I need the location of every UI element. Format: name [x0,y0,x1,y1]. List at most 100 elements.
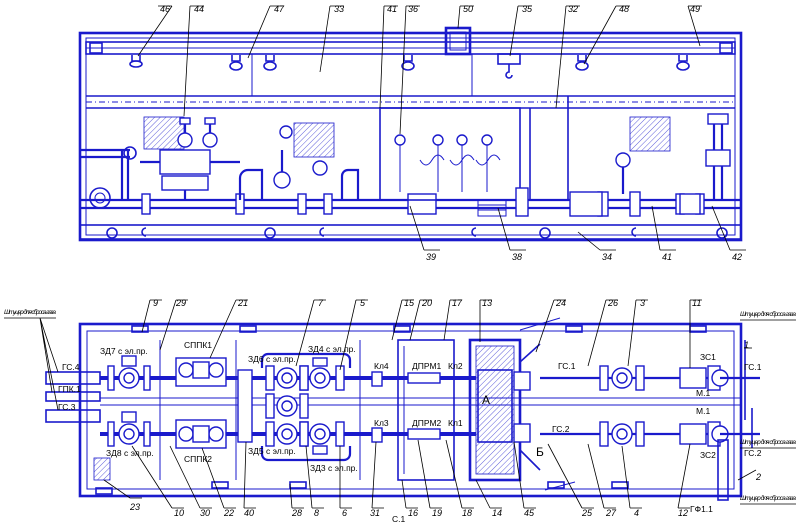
callout-41-top: 41 [387,4,397,14]
label-zd4: ЗД4 с эл.пр. [308,344,356,354]
callout-35: 35 [522,4,533,14]
callout-15: 15 [404,298,415,308]
label-zd5: ЗД5 с эл.пр. [248,446,296,456]
callout-11: 11 [692,298,701,308]
callout-8: 8 [314,508,319,518]
callout-36: 36 [408,4,418,14]
cabinet-middle [293,122,335,158]
label-zd8: ЗД8 с эл.пр. [106,448,154,458]
label-kl1: Кл1 [448,418,463,428]
label-kl3: Кл3 [374,418,389,428]
callout-33: 33 [334,4,344,14]
callout-7: 7 [318,298,324,308]
label-gs4: ГС.4 [62,362,80,372]
cabinet-right [629,116,671,152]
callout-44: 44 [194,4,204,14]
note-vent-right-2: Штуцер для сброса газа [740,438,796,446]
lamp-icons [129,55,690,71]
valve-zd4 [299,357,345,391]
callout-25: 25 [581,508,593,518]
callout-45: 45 [524,508,535,518]
callout-47: 47 [274,4,285,14]
callout-31: 31 [370,508,380,518]
callout-4: 4 [634,508,639,518]
callout-13: 13 [482,298,492,308]
valve-zd7 [107,355,151,391]
label-zs2: ЗС2 [700,450,716,460]
valve-gs2 [599,421,645,447]
label-zs1: ЗС1 [700,352,716,362]
label-gf11: ГФ1.1 [690,504,713,514]
callout-50: 50 [463,4,473,14]
label-sppk1: СППК1 [184,340,212,350]
callout-42: 42 [732,252,742,262]
callout-20: 20 [421,298,432,308]
callout-22: 22 [223,508,234,518]
label-gs3: ГС.3 [58,402,76,412]
valve-zd8 [107,411,151,447]
callout-19: 19 [432,508,442,518]
label-gs1-in: ГС.1 [558,361,576,371]
callout-40: 40 [244,508,254,518]
callout-5: 5 [360,298,366,308]
callout-41-bottom: 41 [662,252,672,262]
tank-23 [93,457,111,481]
callout-26: 26 [607,298,618,308]
callout-28: 28 [291,508,302,518]
callout-18: 18 [462,508,472,518]
valve-crossover [265,393,309,419]
inlet-pipe-gs4 [45,371,101,385]
note-vent-right-3: Штуцер для сброса газа [740,494,796,502]
callout-17: 17 [452,298,463,308]
label-zd7: ЗД7 с эл.пр. [100,346,148,356]
inlet-pipe-gs3 [45,409,101,423]
gauge-panel [379,107,529,217]
component-labels: ГС.4 ГПК.1 ГС.3 ЗД7 с эл.пр. ЗД8 с эл.пр… [58,340,762,524]
label-m1-top: М.1 [696,388,710,398]
container-frame-top [78,31,743,242]
relief-valve-sppk2 [175,419,227,449]
callout-9: 9 [153,298,158,308]
label-kl4: Кл4 [374,361,389,371]
callout-2: 2 [755,472,761,482]
label-kl2: Кл2 [448,361,463,371]
base-feet [106,227,728,239]
callout-24: 24 [555,298,566,308]
wall-tabs [95,325,707,495]
callout-1: 1 [744,340,749,350]
callout-30: 30 [200,508,210,518]
filter-right [679,193,701,215]
bottom-callouts-bottom: 23 10 30 22 40 28 8 6 31 16 19 18 14 45 … [129,472,761,518]
top-callout-leaders [137,5,746,251]
callout-46: 46 [160,4,170,14]
label-a: А [482,393,490,407]
label-dprm2: ДПРМ2 [412,418,442,428]
base-frame-top [79,224,742,240]
label-zd6: ЗД6 с эл.пр. [248,354,296,364]
label-gs2-out: ГС.2 [744,448,762,458]
callout-49: 49 [690,4,700,14]
label-sppk2: СППК2 [184,454,212,464]
filter-block-a [468,338,522,482]
label-s1: С.1 [392,514,406,524]
label-zd3: ЗД3 с эл.пр. [310,463,358,473]
dprm-enclosure [397,339,455,481]
valve-zs1 [679,365,729,391]
callout-48: 48 [619,4,629,14]
label-b: Б [536,445,544,459]
label-m1-bot: М.1 [696,406,710,416]
callout-29: 29 [175,298,186,308]
label-dprm1: ДПРМ1 [412,361,442,371]
callout-12: 12 [678,508,688,518]
cabinet-left [143,116,185,150]
note-vent-right-1: Штуцер для сброса газа [740,310,796,318]
bottom-plan-view [45,317,760,501]
top-callouts: 46 44 47 33 41 36 50 35 32 48 49 39 38 3… [160,4,742,262]
left-manifold [140,117,240,200]
bottom-callout-leaders [103,299,757,509]
callout-38: 38 [512,252,522,262]
callout-10: 10 [174,508,184,518]
filter-left [407,193,437,215]
label-gs2-in: ГС.2 [552,424,570,434]
